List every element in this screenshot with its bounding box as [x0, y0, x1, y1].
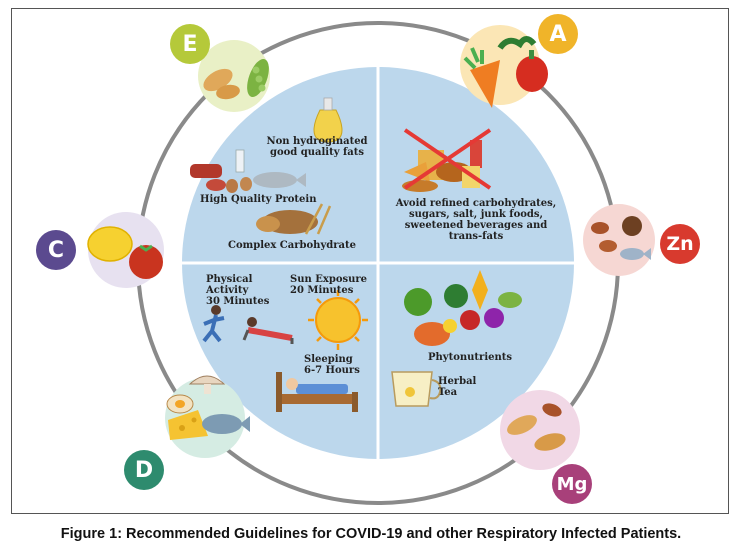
- sleeping-bed-icon: [276, 372, 358, 412]
- herbal-tea-label: Herbal Tea: [438, 376, 477, 398]
- sun-icon: [308, 290, 368, 350]
- peanuts-peas-icon: [203, 58, 269, 100]
- vitamin-d-badge: D: [124, 450, 164, 490]
- physical-activity-label: Physical Activity 30 Minutes: [206, 274, 270, 307]
- avoid-foods-label: Avoid refined carbohydrates, sugars, sal…: [395, 198, 557, 242]
- meat-fish-eggs-icon: [190, 149, 306, 193]
- bread-grains-icon: [256, 203, 332, 235]
- olive-oil-icon: [313, 97, 343, 143]
- mushroom-cheese-fish-icon: [166, 375, 250, 440]
- figure-caption: Figure 1: Recommended Guidelines for COV…: [60, 526, 682, 542]
- herbal-tea-icon: [391, 371, 442, 407]
- zinc-badge: Zn: [660, 224, 700, 264]
- vitamin-a-badge: A: [538, 14, 578, 54]
- fruits-vegetables-icon: [404, 270, 522, 346]
- lemon-tomato-icon: [87, 226, 163, 279]
- protein-label: High Quality Protein: [200, 194, 317, 205]
- sun-exposure-label: Sun Exposure 20 Minutes: [290, 274, 368, 296]
- carrot-pepper-icon: [463, 36, 548, 108]
- sleeping-label: Sleeping 6-7 Hours: [304, 354, 360, 376]
- magnesium-badge: Mg: [552, 464, 592, 504]
- exercise-figures-icon: [202, 305, 294, 344]
- beans-fish-icon: [591, 216, 651, 260]
- nuts-seeds-icon: [507, 403, 566, 451]
- vitamin-c-badge: C: [36, 230, 76, 270]
- junk-food-crossed-icon: [402, 128, 492, 192]
- zinc-food-halo: [583, 204, 655, 276]
- phytonutrients-label: Phytonutrients: [428, 352, 512, 363]
- fats-label: Non hydroginated good quality fats: [266, 136, 368, 158]
- vitamin-e-badge: E: [170, 24, 210, 64]
- carbohydrate-label: Complex Carbohydrate: [228, 240, 356, 251]
